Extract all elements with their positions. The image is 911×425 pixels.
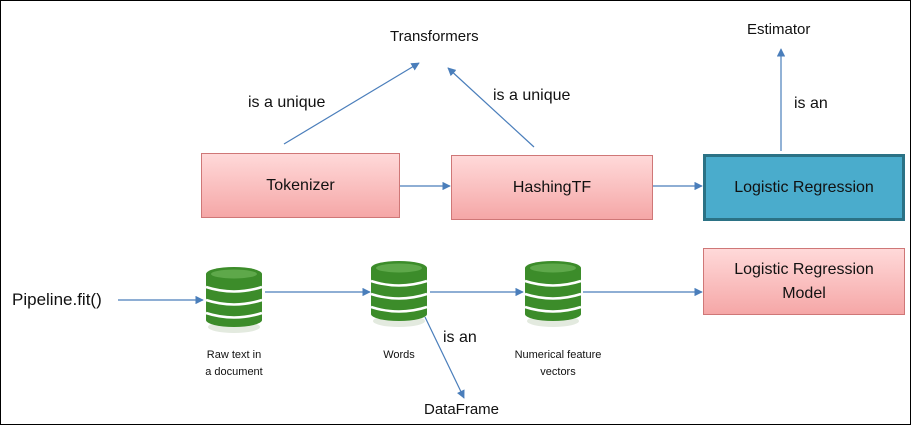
model-label-line1: Logistic Regression xyxy=(734,260,874,278)
feature-vectors-caption: Numerical feature vectors xyxy=(493,347,623,381)
raw-text-database-icon xyxy=(204,265,264,335)
transformers-label: Transformers xyxy=(390,28,479,45)
arrow-tokenizer-to-transformers xyxy=(283,62,420,145)
tokenizer-box: Tokenizer xyxy=(201,153,400,218)
logistic-regression-model-box: Logistic Regression Model xyxy=(703,248,905,315)
is-an-estimator-label: is an xyxy=(794,95,828,112)
dataframe-label: DataFrame xyxy=(424,401,500,418)
hashingtf-box: HashingTF xyxy=(451,155,653,220)
estimator-label: Estimator xyxy=(747,21,811,38)
feature-vectors-caption-line1: Numerical feature xyxy=(514,349,602,361)
is-a-unique-left-label: is a unique xyxy=(248,94,326,111)
raw-text-caption-line1: Raw text in xyxy=(206,349,262,361)
model-label-line2: Model xyxy=(782,284,826,302)
arrow-words-to-dataframe xyxy=(424,316,465,399)
words-database-icon xyxy=(369,259,429,329)
tokenizer-label: Tokenizer xyxy=(266,176,335,194)
is-a-unique-right-label: is a unique xyxy=(493,87,571,104)
words-caption: Words xyxy=(383,349,415,361)
feature-vectors-database-icon xyxy=(523,259,583,329)
logistic-regression-label: Logistic Regression xyxy=(734,178,874,196)
arrow-hashingtf-to-transformers xyxy=(447,67,535,148)
pipeline-fit-label: Pipeline.fit() xyxy=(12,290,102,309)
feature-vectors-caption-line2: vectors xyxy=(540,366,576,378)
raw-text-caption-line2: a document xyxy=(205,366,263,378)
logistic-regression-box: Logistic Regression xyxy=(703,154,905,221)
raw-text-caption: Raw text in a document xyxy=(184,347,284,381)
hashingtf-label: HashingTF xyxy=(512,178,592,196)
is-an-dataframe-label: is an xyxy=(443,329,477,346)
